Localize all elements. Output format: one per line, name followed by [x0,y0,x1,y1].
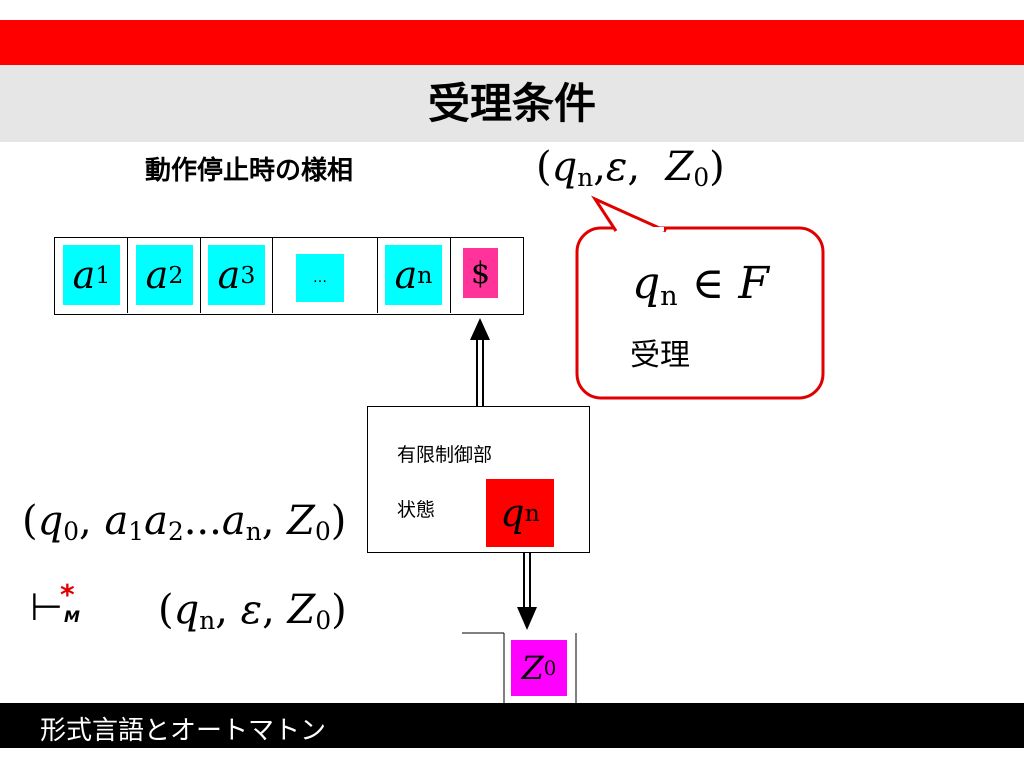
finite-control-box [367,406,590,553]
head-arrow-up [470,318,490,406]
footer-bar [0,703,1024,748]
state-symbol: q [551,144,578,190]
title-band [0,65,1024,142]
end-marker: $ [463,248,498,298]
tape-divider [450,237,451,313]
tape-divider [200,237,201,313]
final-configuration: (qn,ε, Z0) [536,144,725,193]
stack-arrow-down [517,551,537,630]
tape-divider [377,237,378,313]
comma: , [627,144,641,190]
reached-configuration: (qn, ε, Z0) [158,587,347,636]
footer-course-title: 形式言語とオートマトン [40,716,327,746]
finite-control-label: 有限制御部 [397,444,493,466]
top-accent-bar [0,20,1024,65]
tape-divider [272,237,273,313]
page-title: 受理条件 [427,79,596,128]
state-subscript: n [577,163,594,193]
kleene-star: * [60,578,75,611]
comma: , [593,144,606,190]
input-tape [54,237,524,315]
pushdown-stack [462,632,577,703]
turnstile-symbol: ⊢ [30,585,64,629]
tape-divider [127,237,128,313]
epsilon-symbol: ε [605,144,628,190]
stack-symbol: Z [665,144,694,190]
subtitle: 動作停止時の様相 [145,156,354,186]
state-label: 状態 [397,499,436,521]
tape-ellipsis: … [296,254,344,302]
acceptance-condition: qn ∈ F [632,258,769,312]
initial-configuration: (q0, a1a2...an, Z0) [22,498,347,547]
machine-subscript: M [64,607,80,626]
stack-subscript: 0 [693,163,710,193]
accept-label: 受理 [630,338,690,373]
callout-bubble [575,195,825,400]
